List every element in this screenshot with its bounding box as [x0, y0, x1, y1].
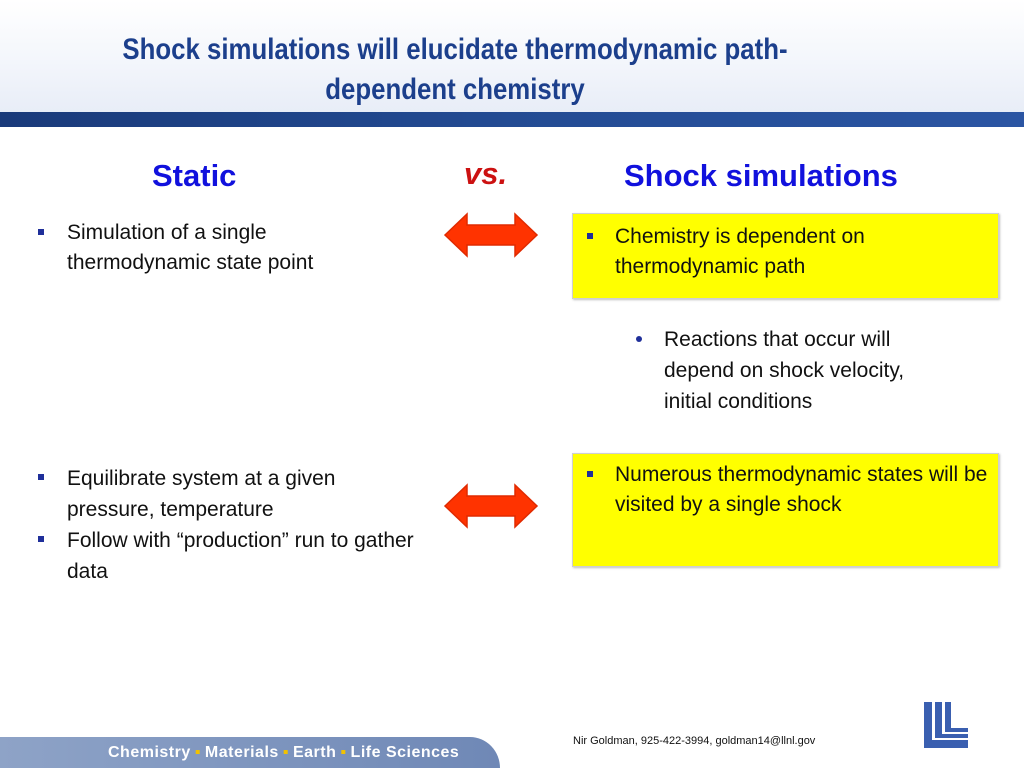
list-item: Equilibrate system at a given pressure, …	[38, 463, 428, 525]
footer-separator: ▪	[340, 744, 347, 761]
footer-item: Materials	[204, 744, 279, 761]
list-item: Reactions that occur will depend on shoc…	[636, 324, 956, 417]
title-divider-bar	[0, 112, 1024, 127]
contact-info: Nir Goldman, 925-422-3994, goldman14@lln…	[573, 735, 816, 747]
bullet-text: Reactions that occur will depend on shoc…	[664, 328, 905, 413]
static-heading: Static	[152, 158, 237, 193]
title-background	[0, 0, 1024, 112]
footer-item: Earth	[292, 744, 337, 761]
left-bottom-bullet-list: Equilibrate system at a given pressure, …	[38, 463, 428, 587]
slide-title-line-1: Shock simulations will elucidate thermod…	[122, 33, 788, 66]
footer-separator: ▪	[282, 744, 289, 761]
double-headed-arrow-icon	[443, 483, 539, 529]
square-bullet-icon	[587, 471, 593, 477]
bullet-text: Numerous thermodynamic states will be vi…	[615, 463, 988, 516]
right-sub-bullet-list: Reactions that occur will depend on shoc…	[636, 324, 956, 417]
list-item: Numerous thermodynamic states will be vi…	[587, 460, 992, 520]
left-top-bullet-list: Simulation of a single thermodynamic sta…	[38, 218, 378, 278]
bullet-text: Simulation of a single thermodynamic sta…	[67, 221, 314, 274]
highlight-box-top-content: Chemistry is dependent on thermodynamic …	[587, 222, 987, 282]
llnl-logo	[924, 702, 968, 748]
footer-disciplines: Chemistry▪Materials▪Earth▪Life Sciences	[108, 744, 459, 762]
vs-label: vs.	[464, 156, 508, 191]
bullet-text: Chemistry is dependent on thermodynamic …	[615, 225, 865, 278]
footer-separator: ▪	[194, 744, 201, 761]
highlight-box-bottom: Numerous thermodynamic states will be vi…	[572, 453, 999, 567]
highlight-box-bottom-content: Numerous thermodynamic states will be vi…	[587, 460, 992, 520]
footer-item: Chemistry	[108, 744, 191, 761]
footer-item: Life Sciences	[350, 744, 460, 761]
list-item: Simulation of a single thermodynamic sta…	[38, 218, 378, 278]
list-item: Chemistry is dependent on thermodynamic …	[587, 222, 987, 282]
square-bullet-icon	[38, 536, 44, 542]
slide-title: Shock simulations will elucidate thermod…	[115, 30, 794, 110]
bullet-text: Follow with “production” run to gather d…	[67, 529, 414, 583]
shock-simulations-heading: Shock simulations	[624, 158, 898, 193]
square-bullet-icon	[587, 233, 593, 239]
footer-band	[0, 737, 500, 768]
double-headed-arrow-icon	[443, 212, 539, 258]
slide-title-line-2: dependent chemistry	[325, 73, 585, 106]
square-bullet-icon	[38, 229, 44, 235]
round-bullet-icon	[636, 336, 642, 342]
list-item: Follow with “production” run to gather d…	[38, 525, 428, 587]
square-bullet-icon	[38, 474, 44, 480]
highlight-box-top: Chemistry is dependent on thermodynamic …	[572, 213, 999, 299]
bullet-text: Equilibrate system at a given pressure, …	[67, 467, 336, 521]
